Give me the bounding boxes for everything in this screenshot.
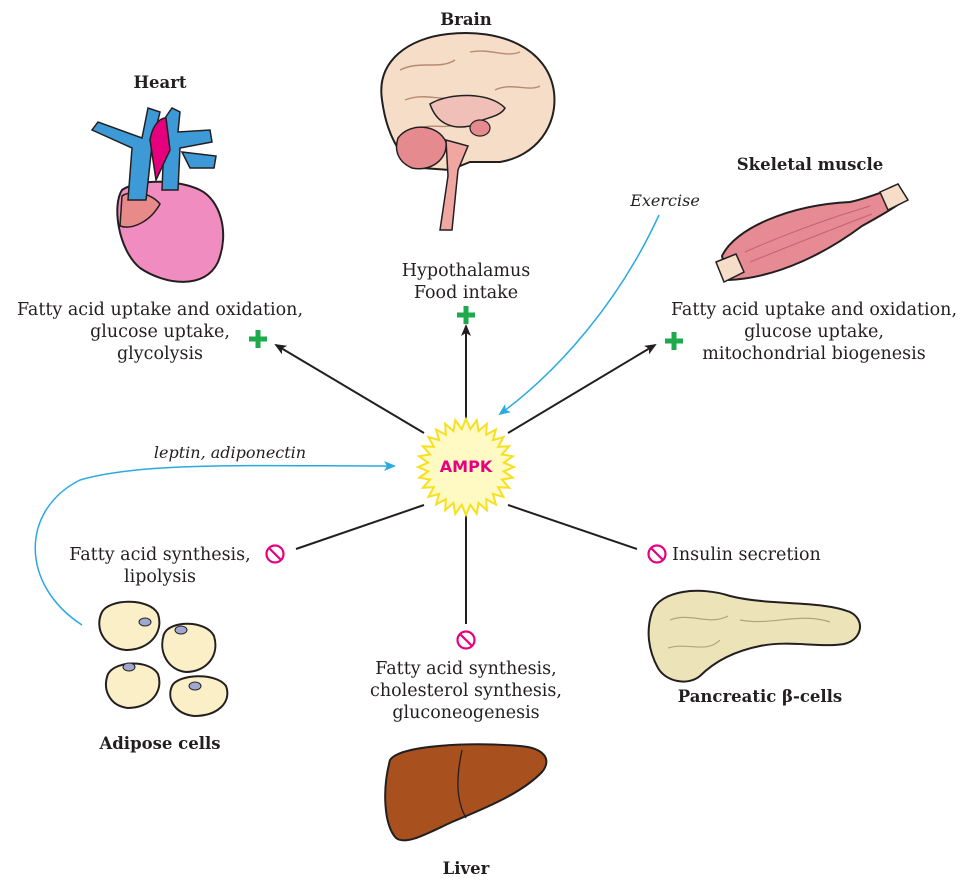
brain-activate-plus-icon xyxy=(457,306,475,324)
adipose-effect-line: Fatty acid synthesis, xyxy=(60,544,260,566)
heart-title: Heart xyxy=(110,72,210,94)
line-to-pancreas xyxy=(508,505,637,549)
liver-effect-line: cholesterol synthesis, xyxy=(356,680,576,702)
liver-effect-line: Fatty acid synthesis, xyxy=(356,658,576,680)
adipose-inhibit-icon xyxy=(267,546,284,563)
liver-effects: Fatty acid synthesis, cholesterol synthe… xyxy=(356,658,576,724)
pancreas-title-greek: β xyxy=(782,687,793,706)
pancreas-icon xyxy=(649,591,860,682)
adipose-effects: Fatty acid synthesis, lipolysis xyxy=(60,544,260,588)
muscle-icon xyxy=(716,184,908,282)
pancreas-inhibit-icon xyxy=(649,546,666,563)
pancreas-title-prefix: Pancreatic xyxy=(678,687,782,706)
muscle-effect-line: mitochondrial biogenesis xyxy=(660,343,968,365)
adipokine-signal-label: leptin, adiponectin xyxy=(130,442,330,464)
heart-effect-line: glucose uptake, xyxy=(0,321,320,343)
heart-effect-line: glycolysis xyxy=(0,343,320,365)
adipose-effect-line: lipolysis xyxy=(60,566,260,588)
adipose-cells-title: Adipose cells xyxy=(90,733,230,755)
brain-title: Brain xyxy=(426,9,506,31)
brain-effect-line: Hypothalamus xyxy=(386,260,546,282)
pancreas-effects: Insulin secretion xyxy=(672,544,852,566)
liver-inhibit-icon xyxy=(458,632,475,649)
heart-effects: Fatty acid uptake and oxidation, glucose… xyxy=(0,299,320,365)
brain-icon xyxy=(381,33,554,230)
liver-icon xyxy=(385,744,546,840)
adipose-cells-icon xyxy=(99,602,227,716)
muscle-effect-line: glucose uptake, xyxy=(660,321,968,343)
ampk-label: AMPK xyxy=(436,456,496,478)
line-to-adipose xyxy=(296,505,424,549)
heart-effect-line: Fatty acid uptake and oxidation, xyxy=(0,299,320,321)
brain-effect-line: Food intake xyxy=(386,282,546,304)
exercise-signal-label: Exercise xyxy=(620,190,710,212)
liver-effect-line: gluconeogenesis xyxy=(356,702,576,724)
liver-title: Liver xyxy=(436,858,496,880)
pancreas-effect-line: Insulin secretion xyxy=(672,544,852,566)
skeletal-muscle-effects: Fatty acid uptake and oxidation, glucose… xyxy=(660,299,968,365)
skeletal-muscle-title: Skeletal muscle xyxy=(720,154,900,176)
exercise-signal-curve xyxy=(500,215,659,414)
heart-icon xyxy=(92,108,223,282)
brain-effects: Hypothalamus Food intake xyxy=(386,260,546,304)
muscle-effect-line: Fatty acid uptake and oxidation, xyxy=(660,299,968,321)
pancreatic-beta-cells-title: Pancreatic β-cells xyxy=(660,686,860,708)
pancreas-title-suffix: -cells xyxy=(793,687,842,706)
